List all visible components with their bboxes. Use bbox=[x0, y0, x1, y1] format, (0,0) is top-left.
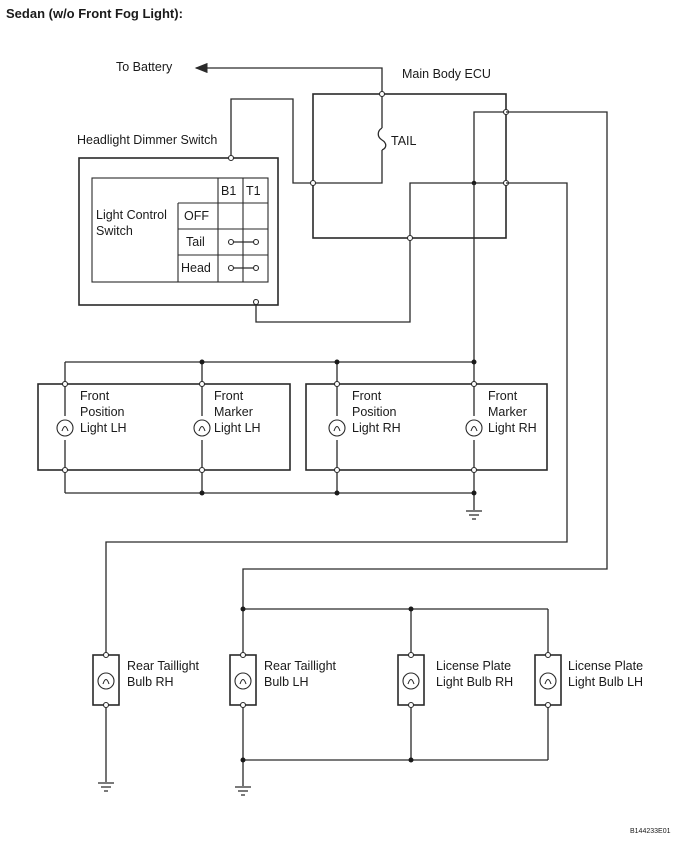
ecu-terminal-tail bbox=[309, 179, 317, 187]
front-ground-icon bbox=[466, 510, 482, 520]
front-bulb-symbols bbox=[56, 419, 483, 437]
rear-taillight-lh-label-2: Bulb LH bbox=[264, 675, 308, 689]
front-position-rh-label-3: Light RH bbox=[352, 421, 401, 435]
rear-taillight-feed-wire bbox=[105, 182, 568, 653]
front-position-rh-label-1: Front bbox=[352, 389, 382, 403]
t1-wire bbox=[255, 238, 411, 323]
figure-code: B144233E01 bbox=[630, 828, 671, 835]
front-position-lh-label-1: Front bbox=[80, 389, 110, 403]
front-lh-box bbox=[37, 383, 291, 471]
head-contact-node-b bbox=[252, 264, 260, 272]
license-plate-rh-label-1: License Plate bbox=[436, 659, 511, 673]
rear-taillight-rh-label-1: Rear Taillight bbox=[127, 659, 200, 673]
tail-contact-node-a bbox=[227, 238, 235, 246]
t1-terminal bbox=[252, 298, 260, 306]
tail-contact-node-b bbox=[252, 238, 260, 246]
rear-taillight-rh-label-2: Bulb RH bbox=[127, 675, 174, 689]
license-feed-wire bbox=[242, 111, 608, 653]
front-marker-lh-label-1: Front bbox=[214, 389, 244, 403]
license-plate-lh-label-1: License Plate bbox=[568, 659, 643, 673]
row-tail: Tail bbox=[186, 235, 205, 249]
col-b1: B1 bbox=[221, 184, 236, 198]
row-head: Head bbox=[181, 261, 211, 275]
license-plate-lh-label-2: Light Bulb LH bbox=[568, 675, 643, 689]
rear-taillight-lh-label-1: Rear Taillight bbox=[264, 659, 337, 673]
rear-bulb-symbols bbox=[97, 672, 557, 690]
battery-wire bbox=[194, 62, 383, 94]
b1-terminal bbox=[227, 154, 235, 162]
rear-junction-dots bbox=[240, 606, 414, 763]
license-ground-verticals bbox=[410, 705, 549, 760]
front-rh-box bbox=[305, 383, 548, 471]
light-control-label-1: Light Control bbox=[96, 208, 167, 222]
front-marker-rh-label-3: Light RH bbox=[488, 421, 537, 435]
ecu-label: Main Body ECU bbox=[402, 67, 491, 81]
ecu-internal-wire bbox=[409, 111, 506, 238]
front-position-lh-label-3: Light LH bbox=[80, 421, 127, 435]
front-marker-lh-label-2: Marker bbox=[214, 405, 253, 419]
head-contact-node-a bbox=[227, 264, 235, 272]
front-junction-dots bbox=[199, 359, 477, 496]
b1-wire bbox=[230, 98, 313, 184]
license-feed-verticals bbox=[410, 609, 549, 653]
ecu-terminal-t1 bbox=[406, 234, 414, 242]
front-terminal-nodes bbox=[61, 380, 478, 474]
front-marker-rh-label-2: Marker bbox=[488, 405, 527, 419]
to-battery-label: To Battery bbox=[116, 60, 173, 74]
license-plate-rh-label-2: Light Bulb RH bbox=[436, 675, 513, 689]
dimmer-switch-label: Headlight Dimmer Switch bbox=[77, 133, 217, 147]
front-position-lh-label-2: Position bbox=[80, 405, 125, 419]
front-marker-lh-label-3: Light LH bbox=[214, 421, 261, 435]
rear-terminal-nodes bbox=[102, 651, 552, 709]
tail-fuse-symbol bbox=[377, 127, 387, 151]
row-off: OFF bbox=[184, 209, 209, 223]
front-position-rh-label-2: Position bbox=[352, 405, 397, 419]
front-bulb-wires bbox=[64, 362, 475, 493]
front-marker-rh-label-1: Front bbox=[488, 389, 518, 403]
headlight-dimmer-switch-box bbox=[78, 157, 279, 306]
ecu-tail-wire bbox=[313, 94, 383, 184]
light-control-label-2: Switch bbox=[96, 224, 133, 238]
col-t1: T1 bbox=[246, 184, 261, 198]
diagram-title: Sedan (w/o Front Fog Light): bbox=[6, 6, 183, 21]
rear-lh-ground-icon bbox=[235, 786, 251, 796]
rear-rh-ground-icon bbox=[98, 782, 114, 792]
switch-table bbox=[91, 177, 269, 283]
ecu-terminal-battery bbox=[378, 90, 386, 98]
tail-fuse-label: TAIL bbox=[391, 134, 417, 148]
